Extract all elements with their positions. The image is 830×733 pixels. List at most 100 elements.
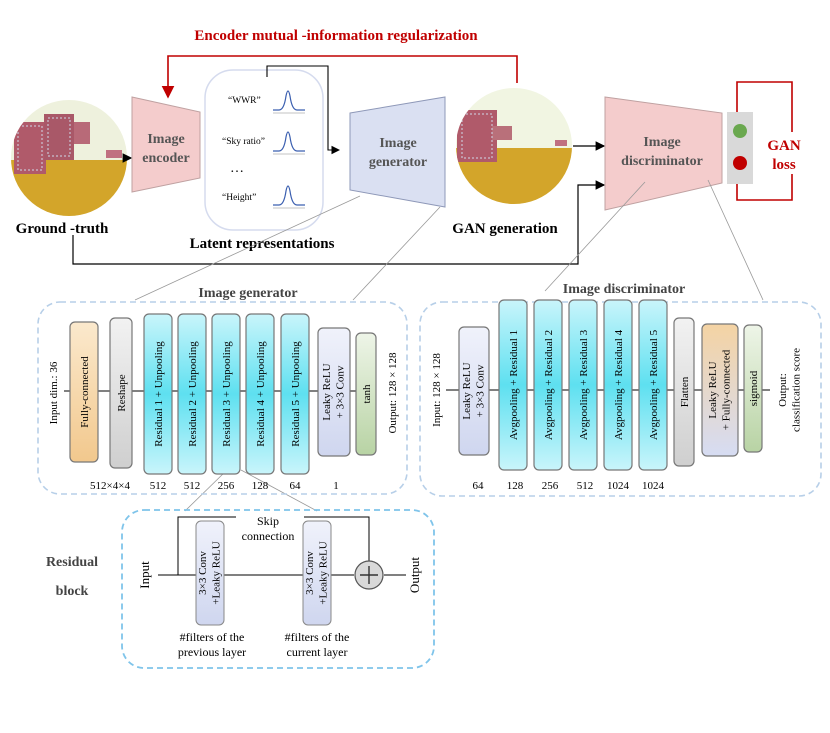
generator-size-5: 128	[252, 480, 269, 492]
note2-line1: #filters of the	[285, 630, 350, 644]
gan-loss-label-1: GAN	[767, 138, 801, 154]
generator-block-label-8: Leaky ReLU+ 3×3 Conv	[321, 363, 346, 420]
discriminator-input-label: Input: 128 × 128	[431, 353, 443, 427]
discriminator-block-label-2: Avgpooling + Residual 1	[508, 330, 520, 440]
image-generator-label-1: Image	[379, 136, 416, 151]
discriminator-size-1: 64	[473, 480, 485, 492]
generator-block-label-9: tanh	[361, 384, 373, 403]
discriminator-block-label-4: Avgpooling + Residual 3	[578, 329, 590, 440]
discriminator-detail-box	[419, 301, 822, 497]
generator-block-label-1: Fully-connected	[79, 356, 91, 428]
discriminator-block-label-1: Leaky ReLU+ 3×3 Conv	[461, 362, 486, 419]
generator-block-8	[317, 327, 351, 457]
note1-line1: #filters of the	[180, 630, 245, 644]
generator-block-3	[143, 313, 173, 475]
gan-loss-label-2: loss	[772, 157, 796, 173]
green-indicator-icon	[733, 124, 747, 138]
discriminator-block-label-7: Flatten	[679, 376, 691, 407]
residual-output-label: Output	[407, 557, 422, 594]
discriminator-block-label-5: Avgpooling + Residual 4	[613, 329, 625, 440]
image-discriminator-block	[604, 96, 723, 211]
generator-block-label-3: Residual 1 + Unpooling	[153, 341, 165, 447]
distribution-curves	[273, 90, 305, 209]
discriminator-size-6: 1024	[642, 480, 665, 492]
title: Encoder mutual -information regularizati…	[194, 28, 478, 44]
discriminator-block-2	[498, 299, 528, 471]
residual-title-1: Residual	[46, 555, 98, 570]
latent-representations-label: Latent representations	[190, 236, 335, 252]
discriminator-block-1	[458, 326, 490, 456]
note1-line2: previous layer	[178, 645, 246, 659]
generator-block-6	[245, 313, 275, 475]
discriminator-block-9	[743, 324, 763, 453]
discriminator-block-8	[701, 323, 739, 457]
generator-output-label: Output: 128 × 128	[387, 352, 399, 434]
discriminator-block-label-3: Avgpooling + Residual 2	[543, 330, 555, 440]
generator-size-2: 512	[150, 480, 167, 492]
latent-box	[204, 69, 324, 231]
skip-label-1: Skip	[257, 514, 279, 528]
discriminator-block-5	[603, 299, 633, 471]
discriminator-output-label: Output:classification score	[777, 348, 802, 432]
generator-block-label-7: Residual 5 + Unpooling	[290, 341, 302, 447]
regularization-line	[161, 55, 518, 99]
gan-generation-image	[456, 88, 572, 204]
conv-block-2	[302, 520, 332, 626]
discriminator-block-6	[638, 299, 668, 471]
generator-block-9	[355, 332, 377, 456]
discriminator-block-label-9: sigmoid	[748, 370, 760, 406]
latent-item-sky: “Sky ratio”	[222, 137, 265, 147]
generator-size-4: 256	[218, 480, 235, 492]
discriminator-block-4	[568, 299, 598, 471]
discriminator-size-5: 1024	[607, 480, 630, 492]
image-encoder-label-1: Image	[147, 132, 184, 147]
generator-title: Image generator	[198, 286, 297, 301]
generator-detail-box	[37, 301, 408, 495]
generator-block-7	[280, 313, 310, 475]
image-discriminator-label-1: Image	[643, 135, 680, 150]
skip-label-2: connection	[242, 529, 295, 543]
latent-item-wwr: “WWR”	[228, 96, 261, 106]
generator-block-5	[211, 313, 241, 475]
image-generator-block	[349, 96, 446, 208]
discriminator-size-3: 256	[542, 480, 559, 492]
latent-item-height: “Height”	[222, 193, 256, 203]
svg-text:Output:classification score: Output:classification score	[777, 348, 802, 432]
residual-detail-box	[121, 509, 435, 669]
discriminator-block-label-8: Leaky ReLU+ Fully-connected	[707, 349, 732, 430]
image-encoder-label-2: encoder	[142, 151, 189, 166]
conv-block-1	[195, 520, 225, 626]
image-discriminator-label-2: discriminator	[621, 154, 703, 169]
loss-indicator	[727, 112, 753, 184]
generator-block-label-5: Residual 3 + Unpooling	[221, 341, 233, 447]
generator-blocks: Fully-connected Reshape Residual 1 + Unpoo…	[69, 313, 377, 475]
generator-size-7: 1	[333, 480, 339, 492]
generator-size-3: 512	[184, 480, 201, 492]
discriminator-block-label-6: Avgpooling + Residual 5	[648, 329, 660, 440]
residual-title-2: block	[56, 584, 89, 599]
note2-line2: current layer	[287, 645, 348, 659]
discriminator-block-7	[673, 317, 695, 467]
discriminator-sizes: 64 128 256 512 1024 1024	[473, 480, 665, 492]
residual-input-label: Input	[137, 561, 152, 589]
latent-item-ellipsis: …	[230, 161, 244, 176]
ground-truth-label: Ground -truth	[16, 221, 109, 237]
discriminator-size-2: 128	[507, 480, 524, 492]
generator-block-label-4: Residual 2 + Unpooling	[187, 341, 199, 447]
generator-block-label-2: Reshape	[116, 374, 128, 411]
conv-block-1-label: 3×3 Conv+Leaky ReLU	[197, 541, 222, 604]
generator-size-1: 512×4×4	[90, 480, 130, 492]
generator-block-1	[69, 321, 99, 463]
generator-input-label: Input dim.: 36	[48, 361, 60, 424]
generator-block-2	[109, 317, 133, 469]
conv-block-2-label: 3×3 Conv+Leaky ReLU	[304, 541, 329, 604]
gan-generation-label: GAN generation	[452, 221, 558, 237]
generator-block-label-6: Residual 4 + Unpooling	[255, 341, 267, 447]
ground-truth-image	[11, 100, 127, 216]
discriminator-size-4: 512	[577, 480, 594, 492]
image-generator-label-2: generator	[369, 155, 427, 170]
discriminator-title: Image discriminator	[563, 282, 685, 297]
discriminator-block-3	[533, 299, 563, 471]
